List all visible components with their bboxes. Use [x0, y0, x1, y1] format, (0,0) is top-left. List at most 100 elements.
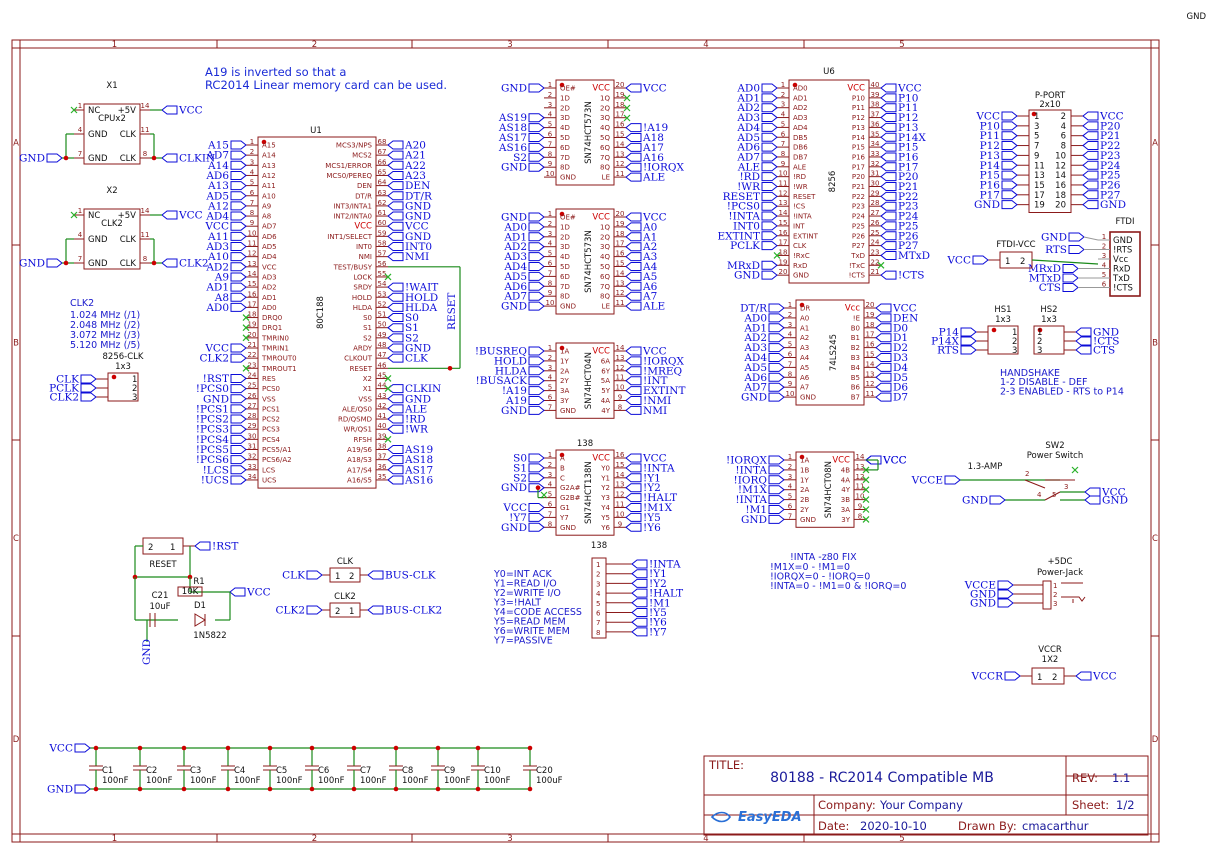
pin-number: 7 — [78, 150, 82, 158]
net-label: S0 — [405, 312, 419, 324]
net-flag-icon — [367, 570, 384, 580]
pin-name: P20 — [852, 173, 865, 181]
pin-name: P16 — [852, 153, 866, 161]
net-label: !MREQ — [643, 365, 683, 377]
pin-number: 1 — [1012, 328, 1017, 338]
pin-number: 3 — [1037, 346, 1042, 356]
a19-note: A19 is inverted so that a — [205, 65, 346, 79]
pin-number: 1 — [548, 81, 552, 89]
net-flag-icon — [230, 414, 247, 424]
net-flag-icon — [768, 485, 785, 495]
pin-number: 6 — [1102, 281, 1107, 289]
frame-col-label: 5 — [899, 834, 904, 844]
capacitor-ref: C2 — [146, 766, 157, 776]
pin-number: 13 — [866, 370, 875, 378]
net-label: VCC — [204, 343, 229, 355]
no-connect-icon — [70, 211, 78, 219]
pin-number: 40 — [378, 422, 387, 430]
net-label: A21 — [404, 150, 426, 162]
net-flag-icon — [625, 396, 642, 405]
net-flag-icon — [875, 323, 892, 333]
pin-number: 15 — [779, 219, 788, 227]
net-label: !PCS0 — [196, 383, 229, 395]
net-label: !BUSACK — [476, 375, 528, 387]
pin-name: B — [560, 464, 565, 472]
net-label: HLDA — [495, 365, 528, 377]
pin-number: 20 — [248, 331, 257, 339]
junction-dot — [93, 786, 99, 792]
pin-number: 1 — [335, 572, 340, 582]
net-label: A20 — [404, 140, 426, 152]
net-label: GND — [501, 301, 527, 313]
pin-number: 28 — [248, 412, 257, 420]
net-flag-icon — [880, 211, 897, 221]
pin-number: 6 — [788, 351, 793, 359]
pin-number: 8 — [143, 255, 147, 263]
net-flag-icon — [880, 103, 897, 113]
pin-name: 8Q — [600, 293, 610, 301]
net-label: A1 — [642, 231, 657, 243]
net-flag-icon — [230, 373, 247, 383]
net-label: VCC — [246, 587, 271, 599]
pin-name: P24 — [852, 213, 866, 221]
ftdi-pin-name: RxD — [1113, 265, 1131, 275]
net-label: !A19 — [643, 122, 668, 134]
net-flag-icon — [387, 414, 404, 424]
net-label: VCC — [1099, 111, 1124, 123]
net-label: A6 — [642, 281, 658, 293]
net-flag-icon — [528, 376, 545, 386]
pin-number: 17 — [866, 331, 875, 339]
net-flag-icon — [1082, 200, 1099, 210]
net-flag-icon — [1084, 495, 1101, 505]
pin-number: 3 — [1012, 346, 1017, 356]
pin-number: 6 — [788, 503, 793, 511]
clk2-note-line: 1.024 MHz (/1) — [70, 310, 140, 321]
frame-row-label: C — [13, 534, 19, 544]
diode-icon — [194, 613, 206, 627]
net-label: CLKIN — [179, 153, 215, 165]
pin-name: VCC — [592, 454, 610, 464]
pin-number: 5 — [548, 250, 552, 258]
net-flag-icon — [387, 343, 404, 353]
pin-name: 1Y — [800, 476, 809, 484]
net-label: VCC — [897, 83, 922, 95]
net-label: MTxD — [1029, 273, 1061, 285]
net-label: P27 — [1100, 189, 1120, 201]
net-flag-icon — [230, 384, 247, 394]
net-label: DT/R — [405, 190, 433, 202]
pin-number: 38 — [378, 443, 387, 451]
net-label: VCC — [1101, 487, 1126, 499]
net-label: CTS — [1039, 282, 1061, 294]
pin-number: 10 — [786, 390, 795, 398]
net-flag-icon — [880, 172, 897, 182]
pin-number: 33 — [248, 463, 257, 471]
pin-name: 6Q — [600, 273, 610, 281]
net-flag-icon — [875, 353, 892, 362]
net-label: !PCS6 — [196, 454, 230, 466]
net-flag-icon — [387, 252, 404, 262]
net-label: S0 — [513, 453, 527, 465]
net-flag-icon — [46, 258, 63, 268]
pin-number: 6 — [1061, 132, 1066, 142]
net-flag-icon — [880, 83, 897, 93]
net-flag-icon — [875, 392, 892, 402]
net-flag-icon — [880, 122, 897, 132]
pin-number: 20 — [616, 81, 625, 89]
pin-number: 31 — [248, 443, 257, 451]
net-label: !Y2 — [649, 578, 667, 590]
net-flag-icon — [1001, 170, 1018, 180]
net-label: A10 — [207, 251, 229, 263]
net-flag-icon — [875, 362, 892, 372]
pin-name: NC — [88, 211, 100, 221]
net-label: VCCE — [911, 475, 943, 487]
pin-name: 6A — [601, 357, 610, 365]
net-label: !M1X — [643, 502, 673, 514]
pin-name: A4 — [800, 354, 810, 362]
pin-number: 50 — [378, 321, 387, 329]
osc-ref: X1 — [106, 81, 117, 91]
net-label: GND — [741, 514, 767, 526]
pin-number: 34 — [871, 140, 880, 148]
pin-name: 4Q — [600, 124, 610, 132]
net-label: AD6 — [736, 142, 760, 154]
pin-name: AD7 — [262, 223, 277, 231]
